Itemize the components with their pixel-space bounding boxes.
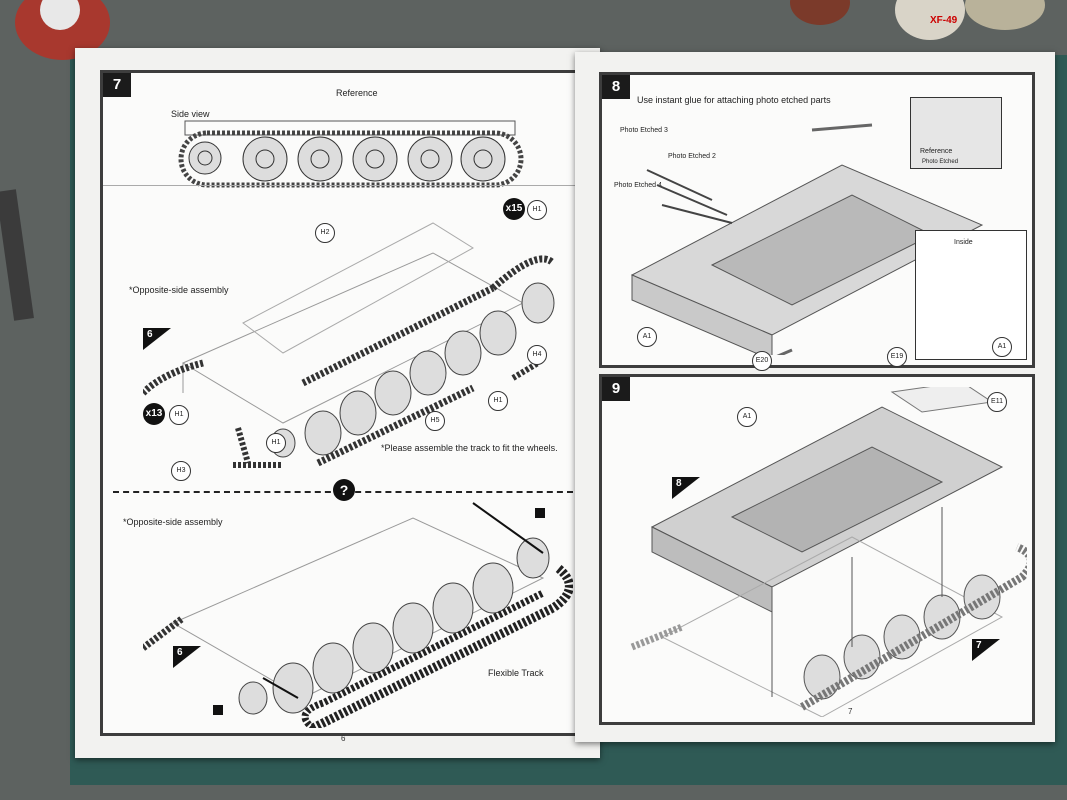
part-h4: H4 (527, 345, 547, 365)
reference-inset (910, 97, 1002, 169)
step9-frame: 9 A1 E11 8 7 (599, 374, 1035, 725)
side-view-label: Side view (171, 109, 210, 119)
left-page: 7 Reference Side view (75, 48, 600, 758)
page-number: 6 (341, 734, 346, 743)
side-view-illustration (178, 120, 524, 188)
assemble-note: *Please assemble the track to fit the wh… (381, 443, 558, 453)
part-e11: E11 (987, 392, 1007, 412)
reference-inset-sublabel: Photo Etched (922, 159, 959, 165)
part-h2: H2 (315, 223, 335, 243)
marker-square (535, 508, 545, 518)
track-assembly-illustration (143, 222, 556, 468)
paint-jar (965, 0, 1045, 30)
step-number: 7 (103, 73, 131, 97)
hull-final-illustration (630, 387, 1027, 717)
step6-reference-number: 6 (177, 647, 183, 658)
step-number: 8 (602, 75, 630, 99)
flexible-track-illustration (143, 502, 573, 728)
quantity-15: x15 (503, 198, 525, 220)
inside-label: Inside (954, 239, 973, 246)
step-number: 9 (602, 377, 630, 401)
question-icon: ? (333, 479, 355, 501)
part-h1: H1 (169, 405, 189, 425)
step6-reference-number: 6 (147, 329, 153, 340)
step6-reference (173, 646, 201, 668)
step8-reference-number: 8 (676, 478, 682, 489)
step7-frame: 7 Reference Side view (100, 70, 584, 736)
part-h1: H1 (527, 200, 547, 220)
part-h1: H1 (266, 433, 286, 453)
part-e19: E19 (887, 347, 907, 367)
part-h5: H5 (425, 411, 445, 431)
step8-reference (672, 477, 700, 499)
photo-etched-4: Photo Etched 4 (614, 182, 662, 189)
flexible-track-label: Flexible Track (488, 668, 544, 678)
marker-square (213, 705, 223, 715)
photo-etched-3: Photo Etched 3 (620, 127, 668, 134)
reference-label: Reference (336, 88, 378, 98)
glue-instruction: Use instant glue for attaching photo etc… (637, 95, 831, 105)
paint-jar (790, 0, 850, 25)
step7-reference-number: 7 (976, 640, 982, 651)
opposite-side-label: *Opposite-side assembly (129, 285, 229, 295)
part-h3: H3 (171, 461, 191, 481)
opposite-side-label-2: *Opposite-side assembly (123, 517, 223, 527)
part-a1: A1 (637, 327, 657, 347)
part-h1: H1 (488, 391, 508, 411)
step6-reference (143, 328, 171, 350)
photo-etched-2: Photo Etched 2 (668, 153, 716, 160)
part-e20: E20 (752, 351, 772, 371)
hobby-knife (0, 189, 34, 321)
right-page: 8 Use instant glue for attaching photo e… (575, 52, 1055, 742)
divider (103, 185, 581, 186)
step8-frame: 8 Use instant glue for attaching photo e… (599, 72, 1035, 371)
hull-top-illustration (630, 123, 984, 355)
page-number: 7 (848, 707, 853, 716)
part-a1: A1 (737, 407, 757, 427)
reference-inset-label: Reference (920, 148, 953, 155)
quantity-13: x13 (143, 403, 165, 425)
part-a1: A1 (992, 337, 1012, 357)
paint-label: XF-49 (930, 15, 958, 26)
step7-reference (972, 639, 1000, 661)
